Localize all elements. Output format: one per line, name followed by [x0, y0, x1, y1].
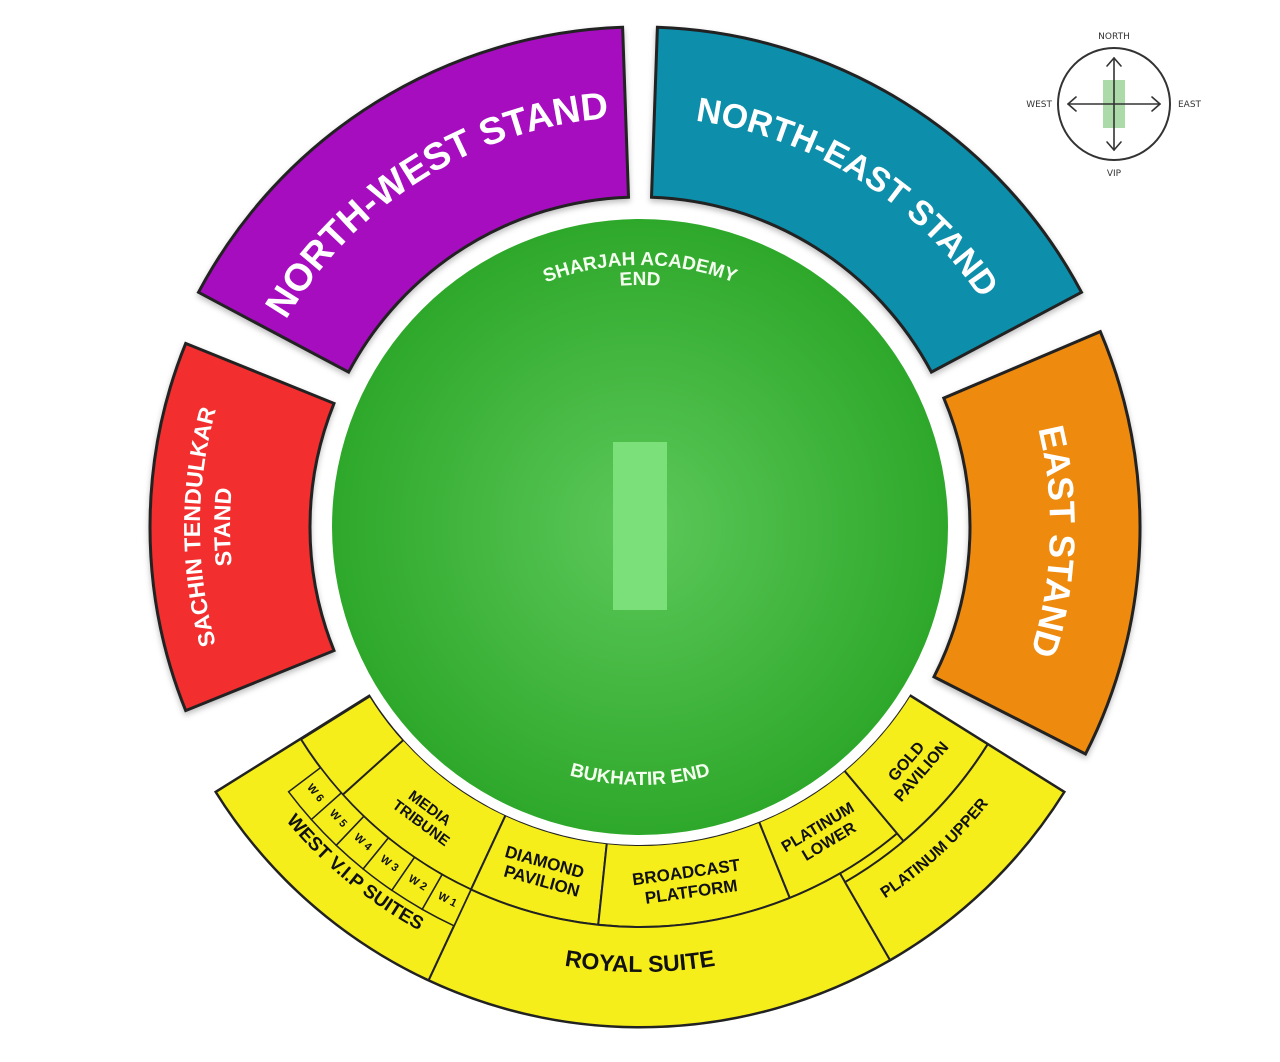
compass-north-label: NORTH [1098, 32, 1130, 42]
suite-cell[interactable] [287, 766, 343, 821]
compass-arrows-icon [1066, 56, 1162, 152]
compass-south-label: VIP [1107, 169, 1122, 179]
east-stand[interactable] [931, 329, 1142, 757]
sachin-tendulkar-stand[interactable] [148, 341, 336, 713]
royal-suite[interactable] [427, 872, 892, 1029]
north-west-stand[interactable] [196, 25, 631, 375]
compass-east-label: EAST [1178, 100, 1202, 110]
compass: NORTH VIP WEST EAST [1026, 32, 1201, 179]
compass-west-label: WEST [1026, 100, 1052, 110]
north-east-stand[interactable] [649, 25, 1084, 375]
cricket-pitch [613, 442, 667, 610]
top-end-label-line2: END [619, 269, 661, 291]
platinum-upper[interactable] [843, 742, 1066, 962]
sachin-stand-label-line2: STAND [209, 487, 237, 568]
